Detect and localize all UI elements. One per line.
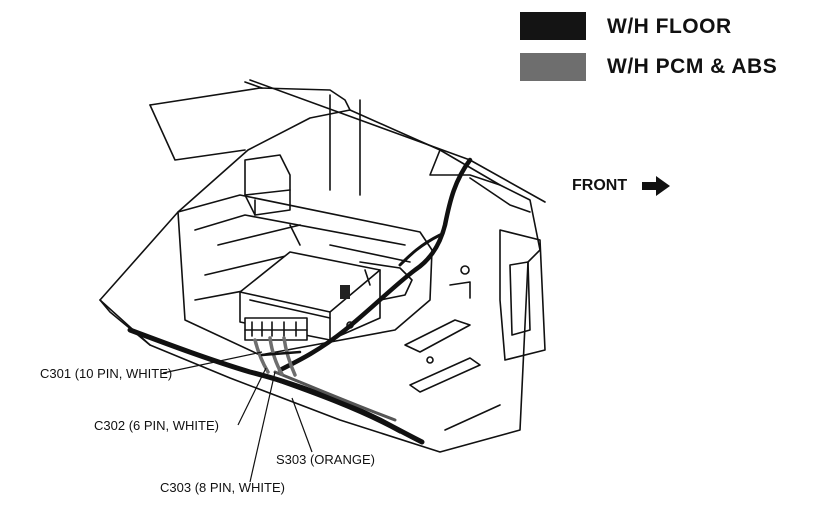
harness-pcm-abs (253, 336, 297, 377)
leader-c302 (237, 367, 267, 426)
callout-c301: C301 (10 PIN, WHITE) (40, 366, 173, 381)
floor-recess (177, 194, 433, 356)
front-label: FRONT (572, 177, 628, 194)
harness-floor (277, 157, 473, 373)
legend-swatch-floor (520, 12, 586, 40)
callout-c303: C303 (8 PIN, WHITE) (160, 480, 285, 495)
side-wall (499, 229, 546, 361)
connector-block (244, 317, 308, 341)
leader-c301 (162, 351, 263, 374)
legend-label-floor: W/H FLOOR (607, 15, 732, 38)
raised-block (244, 154, 291, 216)
legend-label-pcm-abs: W/H PCM & ABS (607, 55, 778, 78)
crossmember (149, 87, 351, 111)
leader-s303 (291, 397, 313, 453)
callout-c302: C302 (6 PIN, WHITE) (94, 418, 219, 433)
callout-s303: S303 (ORANGE) (276, 452, 375, 467)
leader-c303 (249, 371, 276, 483)
front-arrow-icon (642, 176, 670, 196)
floor-panel (99, 109, 541, 453)
legend-swatch-pcm-abs (520, 53, 586, 81)
